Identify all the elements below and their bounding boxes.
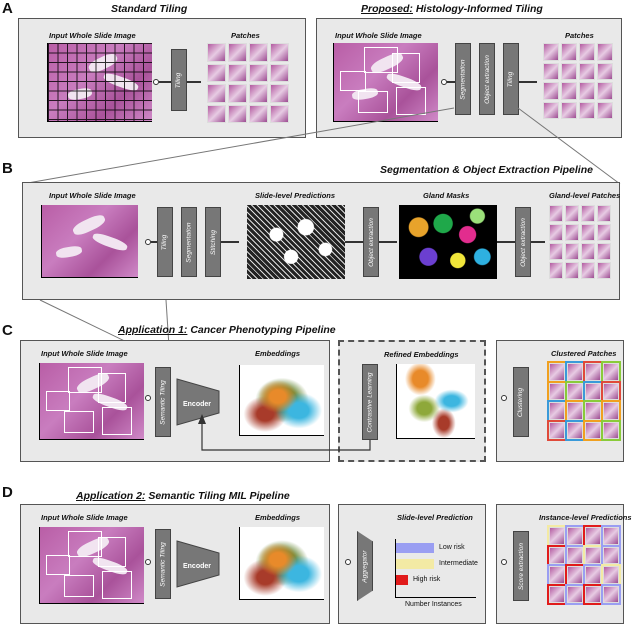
wsi-thumbnail xyxy=(41,205,138,278)
stitching-step: Stitching xyxy=(205,207,221,277)
wsi-label: Input Whole Slide Image xyxy=(49,191,136,200)
slide-prediction-panel: Slide-level Prediction Aggregator Low ri… xyxy=(338,504,486,624)
instance-patch-grid xyxy=(547,525,621,605)
slide-prediction-label: Slide-level Prediction xyxy=(397,513,473,522)
object-extraction-step: Object extraction xyxy=(363,207,379,277)
refined-embeddings-panel: Refined Embeddings Contrastive Learning xyxy=(338,340,486,462)
x-axis-label: Number Instances xyxy=(405,601,462,608)
connector xyxy=(159,81,173,83)
instance-predictions-panel: Instance-level Predictions Score extract… xyxy=(496,504,632,624)
risk-axes xyxy=(395,539,476,598)
tiling-step: Tiling xyxy=(171,49,187,111)
cancer-phenotyping-panel: Input Whole Slide Image Semantic Tiling … xyxy=(20,340,330,462)
arrow-start xyxy=(345,559,351,565)
segmentation-step: Segmentation xyxy=(181,207,197,277)
clustered-patch-grid xyxy=(547,361,621,441)
arrow-start xyxy=(145,395,151,401)
wsi-label: Input Whole Slide Image xyxy=(335,31,422,40)
wsi-thumbnail xyxy=(39,363,144,440)
gland-masks-image xyxy=(399,205,497,279)
connector xyxy=(345,241,363,243)
arrow-start xyxy=(441,79,447,85)
instance-predictions-label: Instance-level Predictions xyxy=(539,513,632,522)
refined-embeddings-plot xyxy=(396,364,475,439)
panel-title: Proposed: Histology-Informed Tiling xyxy=(361,3,543,15)
embeddings-label: Embeddings xyxy=(255,349,301,358)
arrow-start xyxy=(153,79,159,85)
connector xyxy=(497,241,515,243)
low-risk-bar xyxy=(396,543,434,553)
connector xyxy=(531,241,545,243)
tiling-step: Tiling xyxy=(157,207,173,277)
embeddings-plot xyxy=(239,365,324,436)
arrow-start xyxy=(145,239,151,245)
svg-text:Encoder: Encoder xyxy=(183,563,211,570)
connector xyxy=(379,241,397,243)
embeddings-plot xyxy=(239,527,324,600)
connector xyxy=(447,81,457,83)
section-b-label: B xyxy=(2,160,13,177)
segmentation-step: Segmentation xyxy=(455,43,471,115)
high-risk-label: High risk xyxy=(413,576,441,583)
wsi-thumbnail xyxy=(47,43,152,122)
histology-tiling-panel: Proposed: Histology-Informed Tiling Inpu… xyxy=(316,3,622,138)
object-extraction-step: Object extraction xyxy=(515,207,531,277)
contrastive-learning-step: Contrastive Learning xyxy=(362,364,378,440)
patches-label: Patches xyxy=(565,31,594,40)
panel-title: Segmentation & Object Extraction Pipelin… xyxy=(380,164,593,176)
section-c-label: C xyxy=(2,322,13,339)
gland-patches-label: Gland-level Patches xyxy=(549,191,621,200)
panel-title: Application 1: Cancer Phenotyping Pipeli… xyxy=(118,324,336,336)
panel-title: Standard Tiling xyxy=(111,3,188,15)
encoder-block: Encoder xyxy=(176,378,220,426)
refined-embeddings-label: Refined Embeddings xyxy=(384,350,459,359)
panel-title: Application 2: Semantic Tiling MIL Pipel… xyxy=(76,490,290,502)
slide-predictions-image xyxy=(247,205,345,279)
object-extraction-step: Object extraction xyxy=(479,43,495,115)
patch-grid xyxy=(207,43,289,123)
segmentation-pipeline-panel: Input Whole Slide Image Tiling Segmentat… xyxy=(22,182,620,300)
encoder-block: Encoder xyxy=(176,540,220,588)
wsi-label: Input Whole Slide Image xyxy=(41,349,128,358)
low-risk-label: Low risk xyxy=(439,544,465,551)
patches-label: Patches xyxy=(231,31,260,40)
connector xyxy=(519,81,537,83)
mil-pipeline-panel: Input Whole Slide Image Semantic Tiling … xyxy=(20,504,330,624)
wsi-thumbnail xyxy=(333,43,438,122)
wsi-label: Input Whole Slide Image xyxy=(49,31,136,40)
score-extraction-step: Score extraction xyxy=(513,531,529,601)
patch-grid xyxy=(543,43,613,119)
semantic-tiling-step: Semantic Tiling xyxy=(155,529,171,599)
high-risk-bar xyxy=(396,575,408,585)
embeddings-label: Embeddings xyxy=(255,513,301,522)
standard-tiling-panel: Standard Tiling Input Whole Slide Image … xyxy=(18,3,306,138)
aggregator-step: Aggregator xyxy=(357,531,373,601)
semantic-tiling-step: Semantic Tiling xyxy=(155,367,171,437)
wsi-thumbnail xyxy=(39,527,144,604)
connector xyxy=(221,241,239,243)
connector xyxy=(187,81,201,83)
arrow-start xyxy=(501,395,507,401)
wsi-label: Input Whole Slide Image xyxy=(41,513,128,522)
section-a-label: A xyxy=(2,0,13,17)
arrow-start xyxy=(145,559,151,565)
gland-masks-label: Gland Masks xyxy=(423,191,470,200)
intermediate-label: Intermediate xyxy=(439,560,478,567)
connector xyxy=(151,241,159,243)
svg-text:Encoder: Encoder xyxy=(183,401,211,408)
tiling-step: Tiling xyxy=(503,43,519,115)
intermediate-bar xyxy=(396,559,434,569)
patch-grid xyxy=(549,205,611,279)
section-d-label: D xyxy=(2,484,13,501)
clustered-patches-panel: Clustered Patches Clustering xyxy=(496,340,624,462)
clustering-step: Clustering xyxy=(513,367,529,437)
clustered-patches-label: Clustered Patches xyxy=(551,349,617,358)
predictions-label: Slide-level Predictions xyxy=(255,191,336,200)
arrow-start xyxy=(501,559,507,565)
